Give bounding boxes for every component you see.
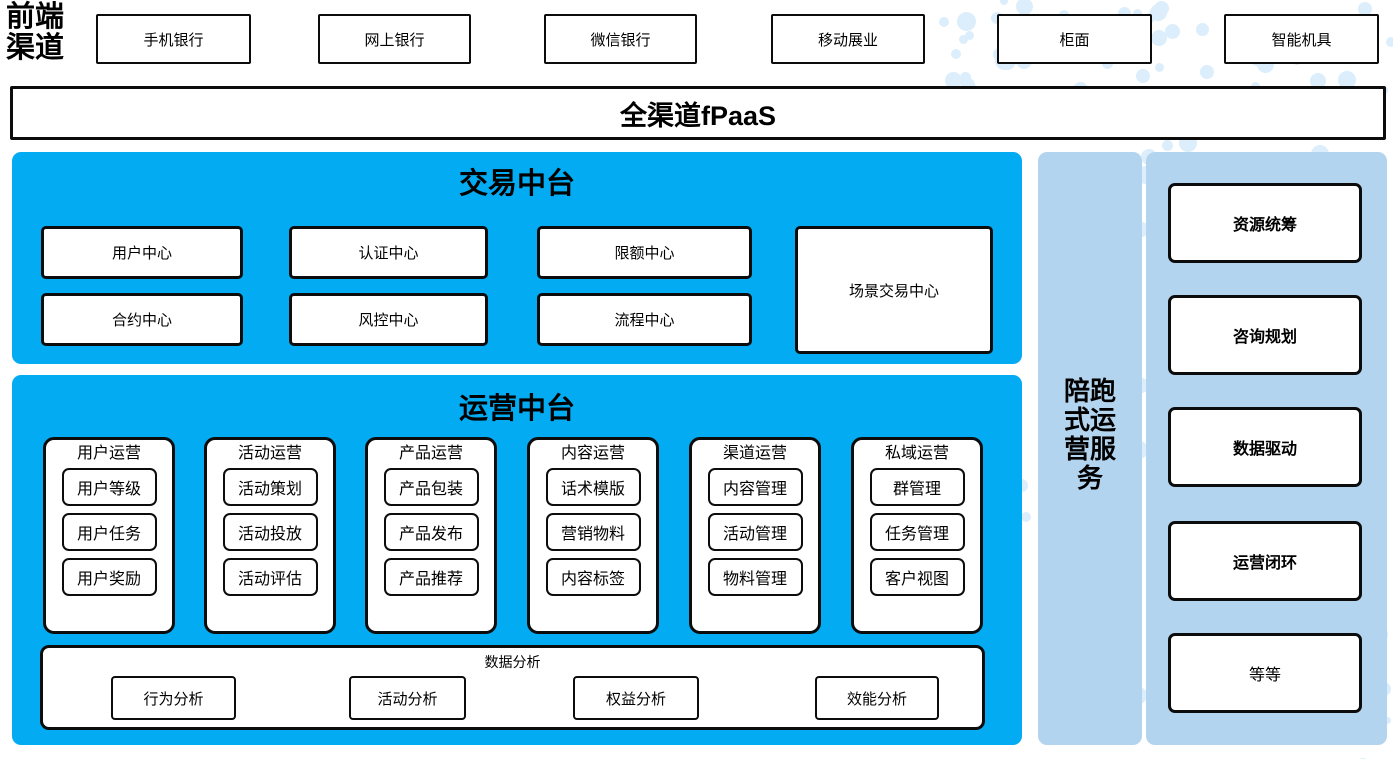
ops-column-title-user: 用户运营 (76, 445, 141, 462)
svc-box-consulting-planning[interactable]: 咨询规划 (1168, 295, 1362, 375)
channel-box-counter[interactable]: 柜面 (997, 14, 1152, 64)
ops-item-script-template[interactable]: 话术模版 (545, 468, 641, 506)
ops-item-customer-view[interactable]: 客户视图 (869, 558, 965, 596)
ops-item-task-management[interactable]: 任务管理 (869, 513, 965, 551)
data-analysis-item-benefit[interactable]: 权益分析 (573, 676, 699, 720)
svc-box-etc[interactable]: 等等 (1168, 633, 1362, 713)
ops-item-campaign-evaluation[interactable]: 活动评估 (222, 558, 318, 596)
ops-column-campaign[interactable]: 活动运营 活动策划 活动投放 活动评估 (204, 437, 336, 634)
ops-column-title-content: 内容运营 (560, 445, 625, 462)
transaction-platform-title: 交易中台 (458, 168, 575, 200)
operations-platform-title: 运营中台 (458, 393, 575, 425)
svc-box-operation-closed-loop[interactable]: 运营闭环 (1168, 521, 1362, 601)
svc-box-data-driven[interactable]: 数据驱动 (1168, 407, 1362, 487)
ops-column-user[interactable]: 用户运营 用户等级 用户任务 用户奖励 (43, 437, 175, 634)
data-analysis-title: 数据分析 (484, 654, 541, 670)
ops-column-title-campaign: 活动运营 (237, 445, 302, 462)
ops-item-content-management[interactable]: 内容管理 (707, 468, 803, 506)
service-label-line2: 式运 (1063, 406, 1116, 436)
ops-item-user-reward[interactable]: 用户奖励 (61, 558, 157, 596)
data-analysis-item-efficiency[interactable]: 效能分析 (815, 676, 939, 720)
channel-box-mobile-biz[interactable]: 移动展业 (771, 14, 925, 64)
data-analysis-item-campaign[interactable]: 活动分析 (349, 676, 466, 720)
ops-item-campaign-delivery[interactable]: 活动投放 (222, 513, 318, 551)
tx-box-risk-center[interactable]: 风控中心 (289, 293, 488, 346)
service-label-line4: 务 (1076, 464, 1103, 494)
ops-item-user-level[interactable]: 用户等级 (61, 468, 157, 506)
ops-item-campaign-management[interactable]: 活动管理 (707, 513, 803, 551)
ops-item-product-recommend[interactable]: 产品推荐 (383, 558, 479, 596)
channel-box-mobile-bank[interactable]: 手机银行 (96, 14, 251, 64)
accompanied-operation-service-label: 陪跑 式运 营服 务 (1038, 377, 1142, 493)
tx-box-limit-center[interactable]: 限额中心 (537, 226, 752, 279)
tx-box-user-center[interactable]: 用户中心 (41, 226, 243, 279)
ops-item-marketing-material[interactable]: 营销物料 (545, 513, 641, 551)
svc-box-resource-coordination[interactable]: 资源统筹 (1168, 183, 1362, 263)
ops-item-group-management[interactable]: 群管理 (869, 468, 965, 506)
tx-box-auth-center[interactable]: 认证中心 (289, 226, 488, 279)
ops-column-title-product: 产品运营 (398, 445, 463, 462)
ops-column-title-private-domain: 私域运营 (884, 445, 949, 462)
accompanied-operation-service-panel (1038, 152, 1142, 745)
channel-box-online-bank[interactable]: 网上银行 (318, 14, 471, 64)
channel-box-smart-machine[interactable]: 智能机具 (1224, 14, 1379, 64)
frontend-channel-label: 前端 渠道 (6, 1, 80, 65)
ops-column-private-domain[interactable]: 私域运营 群管理 任务管理 客户视图 (851, 437, 983, 634)
frontend-channel-label-line1: 前端 (6, 1, 65, 33)
tx-box-process-center[interactable]: 流程中心 (537, 293, 752, 346)
ops-item-product-packaging[interactable]: 产品包装 (383, 468, 479, 506)
tx-box-contract-center[interactable]: 合约中心 (41, 293, 243, 346)
data-analysis-item-behavior[interactable]: 行为分析 (111, 676, 236, 720)
ops-column-content[interactable]: 内容运营 话术模版 营销物料 内容标签 (527, 437, 659, 634)
data-analysis-panel: 数据分析 行为分析 活动分析 权益分析 效能分析 (40, 645, 985, 730)
ops-item-material-management[interactable]: 物料管理 (707, 558, 803, 596)
service-label-line3: 营服 (1063, 435, 1116, 465)
tx-box-scenario-trade-center[interactable]: 场景交易中心 (795, 226, 993, 354)
ops-column-title-channel: 渠道运营 (722, 445, 787, 462)
ops-column-product[interactable]: 产品运营 产品包装 产品发布 产品推荐 (365, 437, 497, 634)
ops-item-user-task[interactable]: 用户任务 (61, 513, 157, 551)
fpaas-bar[interactable]: 全渠道fPaaS (10, 86, 1386, 140)
ops-item-content-tag[interactable]: 内容标签 (545, 558, 641, 596)
ops-column-channel[interactable]: 渠道运营 内容管理 活动管理 物料管理 (689, 437, 821, 634)
frontend-channel-label-line2: 渠道 (6, 32, 65, 65)
ops-item-campaign-planning[interactable]: 活动策划 (222, 468, 318, 506)
service-label-line1: 陪跑 (1063, 377, 1116, 406)
ops-item-product-release[interactable]: 产品发布 (383, 513, 479, 551)
channel-box-wechat-bank[interactable]: 微信银行 (544, 14, 697, 64)
